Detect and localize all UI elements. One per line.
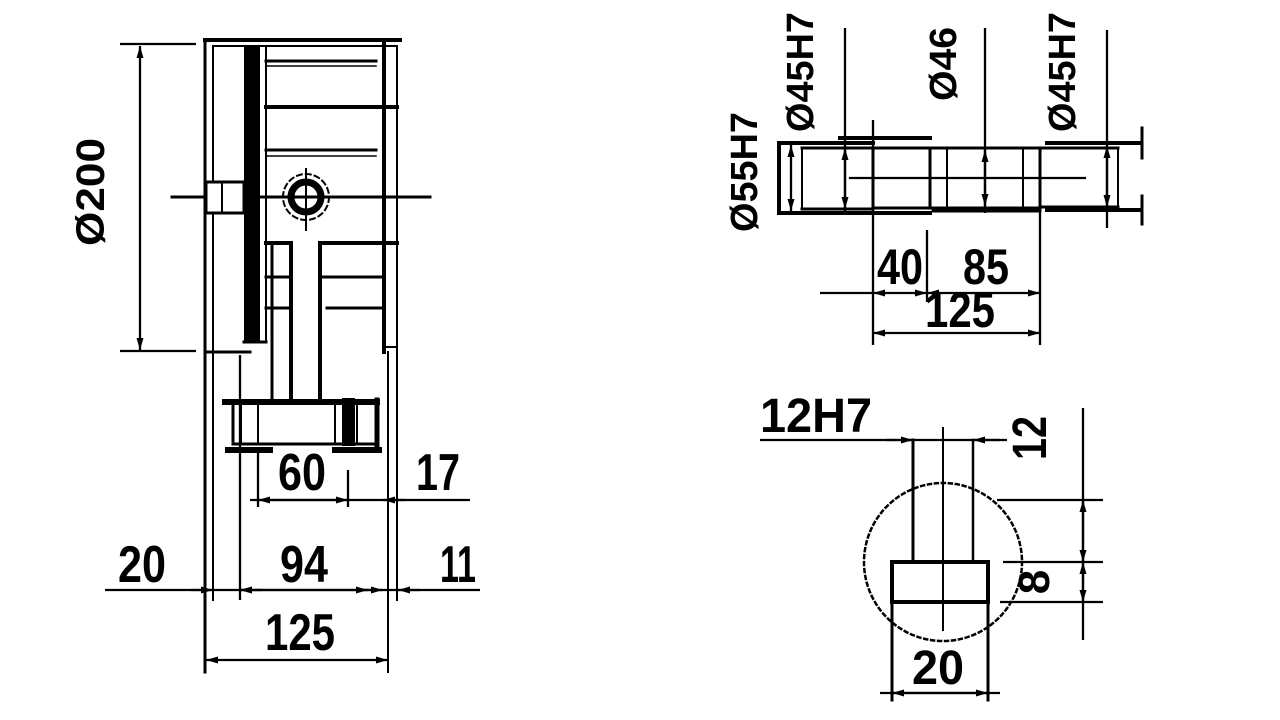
dim-45h7-left: Ø45H7: [780, 12, 849, 209]
dim-12-8-stack: 12 8: [997, 408, 1103, 640]
input-shaft-stub: [204, 180, 246, 215]
dim-125-front: 125: [206, 604, 388, 664]
keyway-rect: [890, 560, 990, 604]
dim-20-label: 20: [118, 536, 166, 594]
dim-20-section-label: 20: [912, 642, 964, 695]
top-view-housing: [777, 126, 1144, 226]
dim-200: Ø200: [69, 46, 144, 350]
dim-17-label: 17: [416, 444, 460, 502]
dim-45h7-right: Ø45H7: [1042, 12, 1111, 207]
shaft-bore-circle: [282, 168, 330, 231]
dim-60-17: 60 17: [250, 444, 470, 504]
dim-12-label: 12: [1004, 416, 1057, 460]
dim-85-label: 85: [963, 239, 1009, 295]
section-wall-fill: [244, 46, 260, 342]
dim-8-label: 8: [1010, 570, 1059, 594]
dim-55h7-label: Ø55H7: [724, 112, 766, 232]
front-view-extension-lines: [120, 42, 350, 600]
bottom-flange: [222, 397, 382, 453]
dim-125-front-label: 125: [265, 604, 335, 662]
dim-55h7: Ø55H7: [724, 112, 795, 232]
dim-12h7: 12H7: [760, 390, 1007, 444]
dim-12h7-label: 12H7: [760, 390, 872, 443]
front-view-body-outline: [203, 38, 402, 674]
flange-section-fill: [342, 398, 355, 446]
top-section-view: Ø55H7 Ø45H7 Ø46 Ø45H7 40 85 125: [724, 12, 1144, 345]
dim-20-94-11: 20 94 11: [105, 536, 480, 594]
dim-46-label: Ø46: [923, 27, 965, 101]
dim-40-85: 40 85: [820, 239, 1040, 297]
dim-125-top: 125: [873, 282, 1040, 338]
dim-125-top-label: 125: [925, 282, 995, 338]
dim-20-section: 20: [880, 642, 1000, 697]
dim-40-label: 40: [877, 239, 923, 295]
front-section-view: Ø200 60 17 20 94 11 125: [69, 38, 480, 674]
dim-45h7-right-label: Ø45H7: [1042, 12, 1084, 132]
shaft-keyway-section-view: 12H7 12 8 20: [760, 390, 1103, 702]
dim-60-label: 60: [278, 444, 326, 502]
dim-46: Ø46: [923, 27, 989, 206]
dim-11-label: 11: [440, 536, 476, 594]
dim-94-label: 94: [280, 536, 328, 594]
dim-45h7-left-label: Ø45H7: [780, 12, 822, 132]
dim-200-label: Ø200: [69, 138, 113, 246]
